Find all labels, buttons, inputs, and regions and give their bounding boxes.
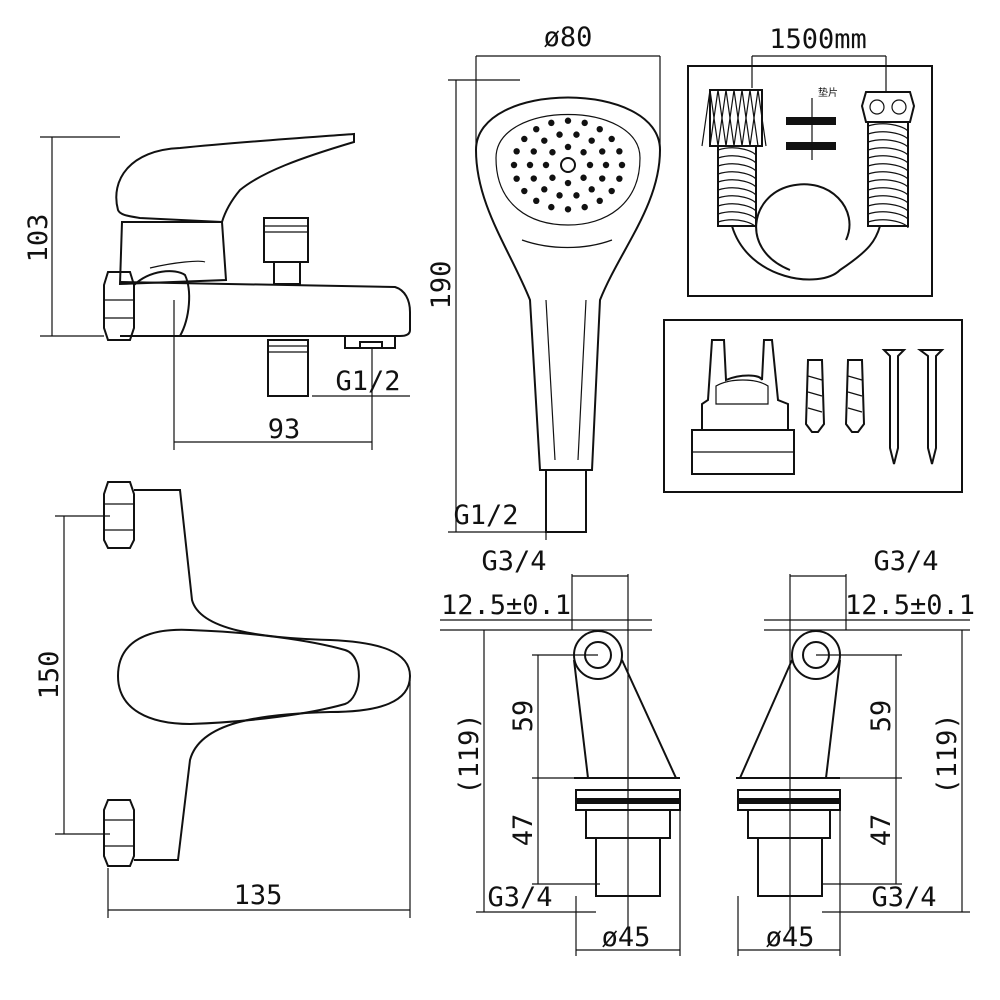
wall-anchor-icon (804, 359, 866, 433)
nozzle-dot (533, 125, 540, 133)
right-thread-bottom-label: G3/4 (871, 882, 936, 913)
nozzle-dot (588, 186, 595, 193)
nozzle-dot (573, 131, 580, 138)
nozzle-dot (596, 125, 603, 133)
nozzle-dot (608, 135, 615, 143)
side-height-label: 103 (23, 214, 54, 263)
spout-reach-label: 93 (268, 414, 301, 445)
nozzle-dot (616, 148, 623, 155)
nozzle-dot (616, 175, 623, 182)
nozzle-dot (533, 197, 540, 205)
nozzle-dot (573, 192, 580, 199)
nozzle-dot (602, 161, 610, 169)
left-thread-bottom-label: G3/4 (487, 882, 552, 913)
left-thread-top-label: G3/4 (481, 546, 546, 577)
nozzle-dot (521, 135, 528, 143)
nozzle-dot (541, 137, 548, 144)
nozzle-dot (608, 187, 615, 195)
right-thread-top-label: G3/4 (873, 546, 938, 577)
nozzle-dot (564, 206, 572, 213)
nozzle-dot (521, 187, 528, 195)
nozzle-dot (549, 149, 556, 156)
nozzle-dot (588, 137, 595, 144)
nozzle-dot (581, 203, 588, 211)
nozzle-dot (599, 148, 606, 155)
nozzle-dot (526, 161, 534, 169)
nozzle-dot (596, 197, 603, 205)
washer-label: 垫片 (818, 86, 838, 99)
shower-length-label: 190 (426, 261, 457, 310)
right-upper-label: 59 (866, 700, 897, 733)
nozzle-dot (542, 161, 550, 169)
nozzle-dot (513, 148, 520, 155)
head-diameter-label: ø80 (544, 22, 593, 53)
faucet-top-view (55, 481, 412, 918)
nozzle-dot (599, 175, 606, 182)
nozzle-dot (580, 174, 587, 181)
shower-connection-label: G1/2 (453, 500, 518, 531)
nozzle-dot (548, 203, 555, 211)
nozzle-dot (530, 148, 537, 155)
left-offset-label: 12.5±0.1 (441, 590, 571, 621)
nozzle-dot (581, 119, 588, 127)
hose-length-label: 1500mm (769, 24, 867, 55)
right-lower-label: 47 (866, 814, 897, 847)
shower-hose-icon (701, 89, 916, 281)
nozzle-dot (549, 174, 556, 181)
spray-nozzles (510, 117, 626, 213)
right-eccentric-fitting (736, 574, 970, 956)
hose-box (687, 55, 933, 297)
nozzle-dot (586, 161, 594, 169)
right-overall-label: (119) (932, 713, 963, 794)
nozzle-dot (510, 161, 518, 169)
left-flange-label: ø45 (602, 922, 651, 953)
nozzle-dot (564, 143, 572, 151)
holder-box (663, 319, 963, 493)
center-nozzle (560, 157, 576, 173)
nozzle-dot (513, 175, 520, 182)
top-depth-label: 135 (234, 880, 283, 911)
left-lower-label: 47 (508, 814, 539, 847)
spout-outlet-label: G1/2 (335, 366, 400, 397)
nozzle-dot (618, 161, 626, 169)
nozzle-dot (548, 119, 555, 127)
right-flange-label: ø45 (766, 922, 815, 953)
nozzle-dot (530, 175, 537, 182)
nozzle-dot (564, 179, 572, 187)
screw-icon (881, 349, 945, 465)
right-offset-label: 12.5±0.1 (845, 590, 975, 621)
left-upper-label: 59 (508, 700, 539, 733)
nozzle-dot (564, 117, 572, 124)
inlet-spacing-label: 150 (34, 651, 65, 700)
left-eccentric-fitting (440, 574, 681, 956)
nozzle-dot (556, 131, 563, 138)
hand-shower (448, 55, 662, 540)
nozzle-dot (556, 192, 563, 199)
nozzle-dot (541, 186, 548, 193)
left-overall-label: (119) (454, 713, 485, 794)
nozzle-dot (580, 149, 587, 156)
faucet-side-view (40, 132, 411, 450)
shower-holder-icon (691, 339, 795, 475)
